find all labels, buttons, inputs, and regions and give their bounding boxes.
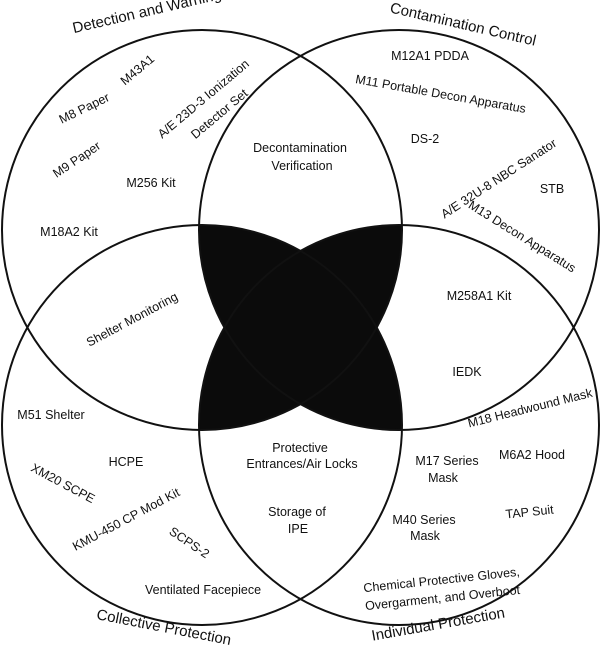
item-m40-series-line2: Mask [410, 529, 441, 543]
item-m18-headwound-mask: M18 Headwound Mask [466, 386, 594, 431]
title-detection-warning: Detection and Warning [71, 0, 223, 37]
circle-detection-warning [1, 29, 403, 431]
title-collective-protection: Collective Protection [95, 606, 232, 649]
item-m17-series-line1: M17 Series [415, 454, 478, 468]
item-m18a2-kit: M18A2 Kit [40, 225, 98, 239]
item-m6a2-hood: M6A2 Hood [499, 448, 565, 462]
item-m13-decon: M13 Decon Apparatus [466, 198, 578, 275]
circle-contamination-control [198, 29, 600, 431]
item-m9-paper: M9 Paper [50, 139, 103, 181]
overlap-storage-ipe-line1: Storage of [268, 505, 326, 519]
item-m12a1-pdda: M12A1 PDDA [391, 49, 469, 63]
circle-collective-protection [1, 224, 403, 626]
item-hcpe: HCPE [109, 455, 144, 469]
item-scps2: SCPS-2 [167, 524, 212, 561]
item-xm20-scpe: XM20 SCPE [29, 461, 98, 506]
overlap-iedk: IEDK [452, 365, 482, 379]
overlap-protective-entrances-line1: Protective [272, 441, 328, 455]
item-m51-shelter: M51 Shelter [17, 408, 84, 422]
item-ds2: DS-2 [411, 132, 440, 146]
item-m17-series-line2: Mask [428, 471, 459, 485]
overlap-decon-verification-line2: Verification [271, 159, 332, 173]
item-m8-paper: M8 Paper [57, 90, 112, 126]
item-ventilated-facepiece: Ventilated Facepiece [145, 583, 261, 597]
circle-individual-protection [198, 224, 600, 626]
title-contamination-control: Contamination Control [388, 0, 537, 50]
item-m43a1: M43A1 [118, 52, 157, 88]
item-ae-32u8: A/E 32U-8 NBC Sanator [438, 136, 559, 221]
item-m11-decon: M11 Portable Decon Apparatus [354, 72, 527, 116]
central-overlap-region [199, 225, 402, 430]
overlap-protective-entrances-line2: Entrances/Air Locks [246, 457, 357, 471]
item-stb: STB [540, 182, 564, 196]
overlap-storage-ipe-line2: IPE [288, 522, 308, 536]
overlap-m258a1-kit: M258A1 Kit [447, 289, 512, 303]
item-m256-kit: M256 Kit [126, 176, 176, 190]
overlap-decon-verification-line1: Decontamination [253, 141, 347, 155]
item-m40-series-line1: M40 Series [392, 513, 455, 527]
overlap-shelter-monitoring: Shelter Monitoring [84, 289, 180, 349]
item-tap-suit: TAP Suit [505, 502, 555, 521]
